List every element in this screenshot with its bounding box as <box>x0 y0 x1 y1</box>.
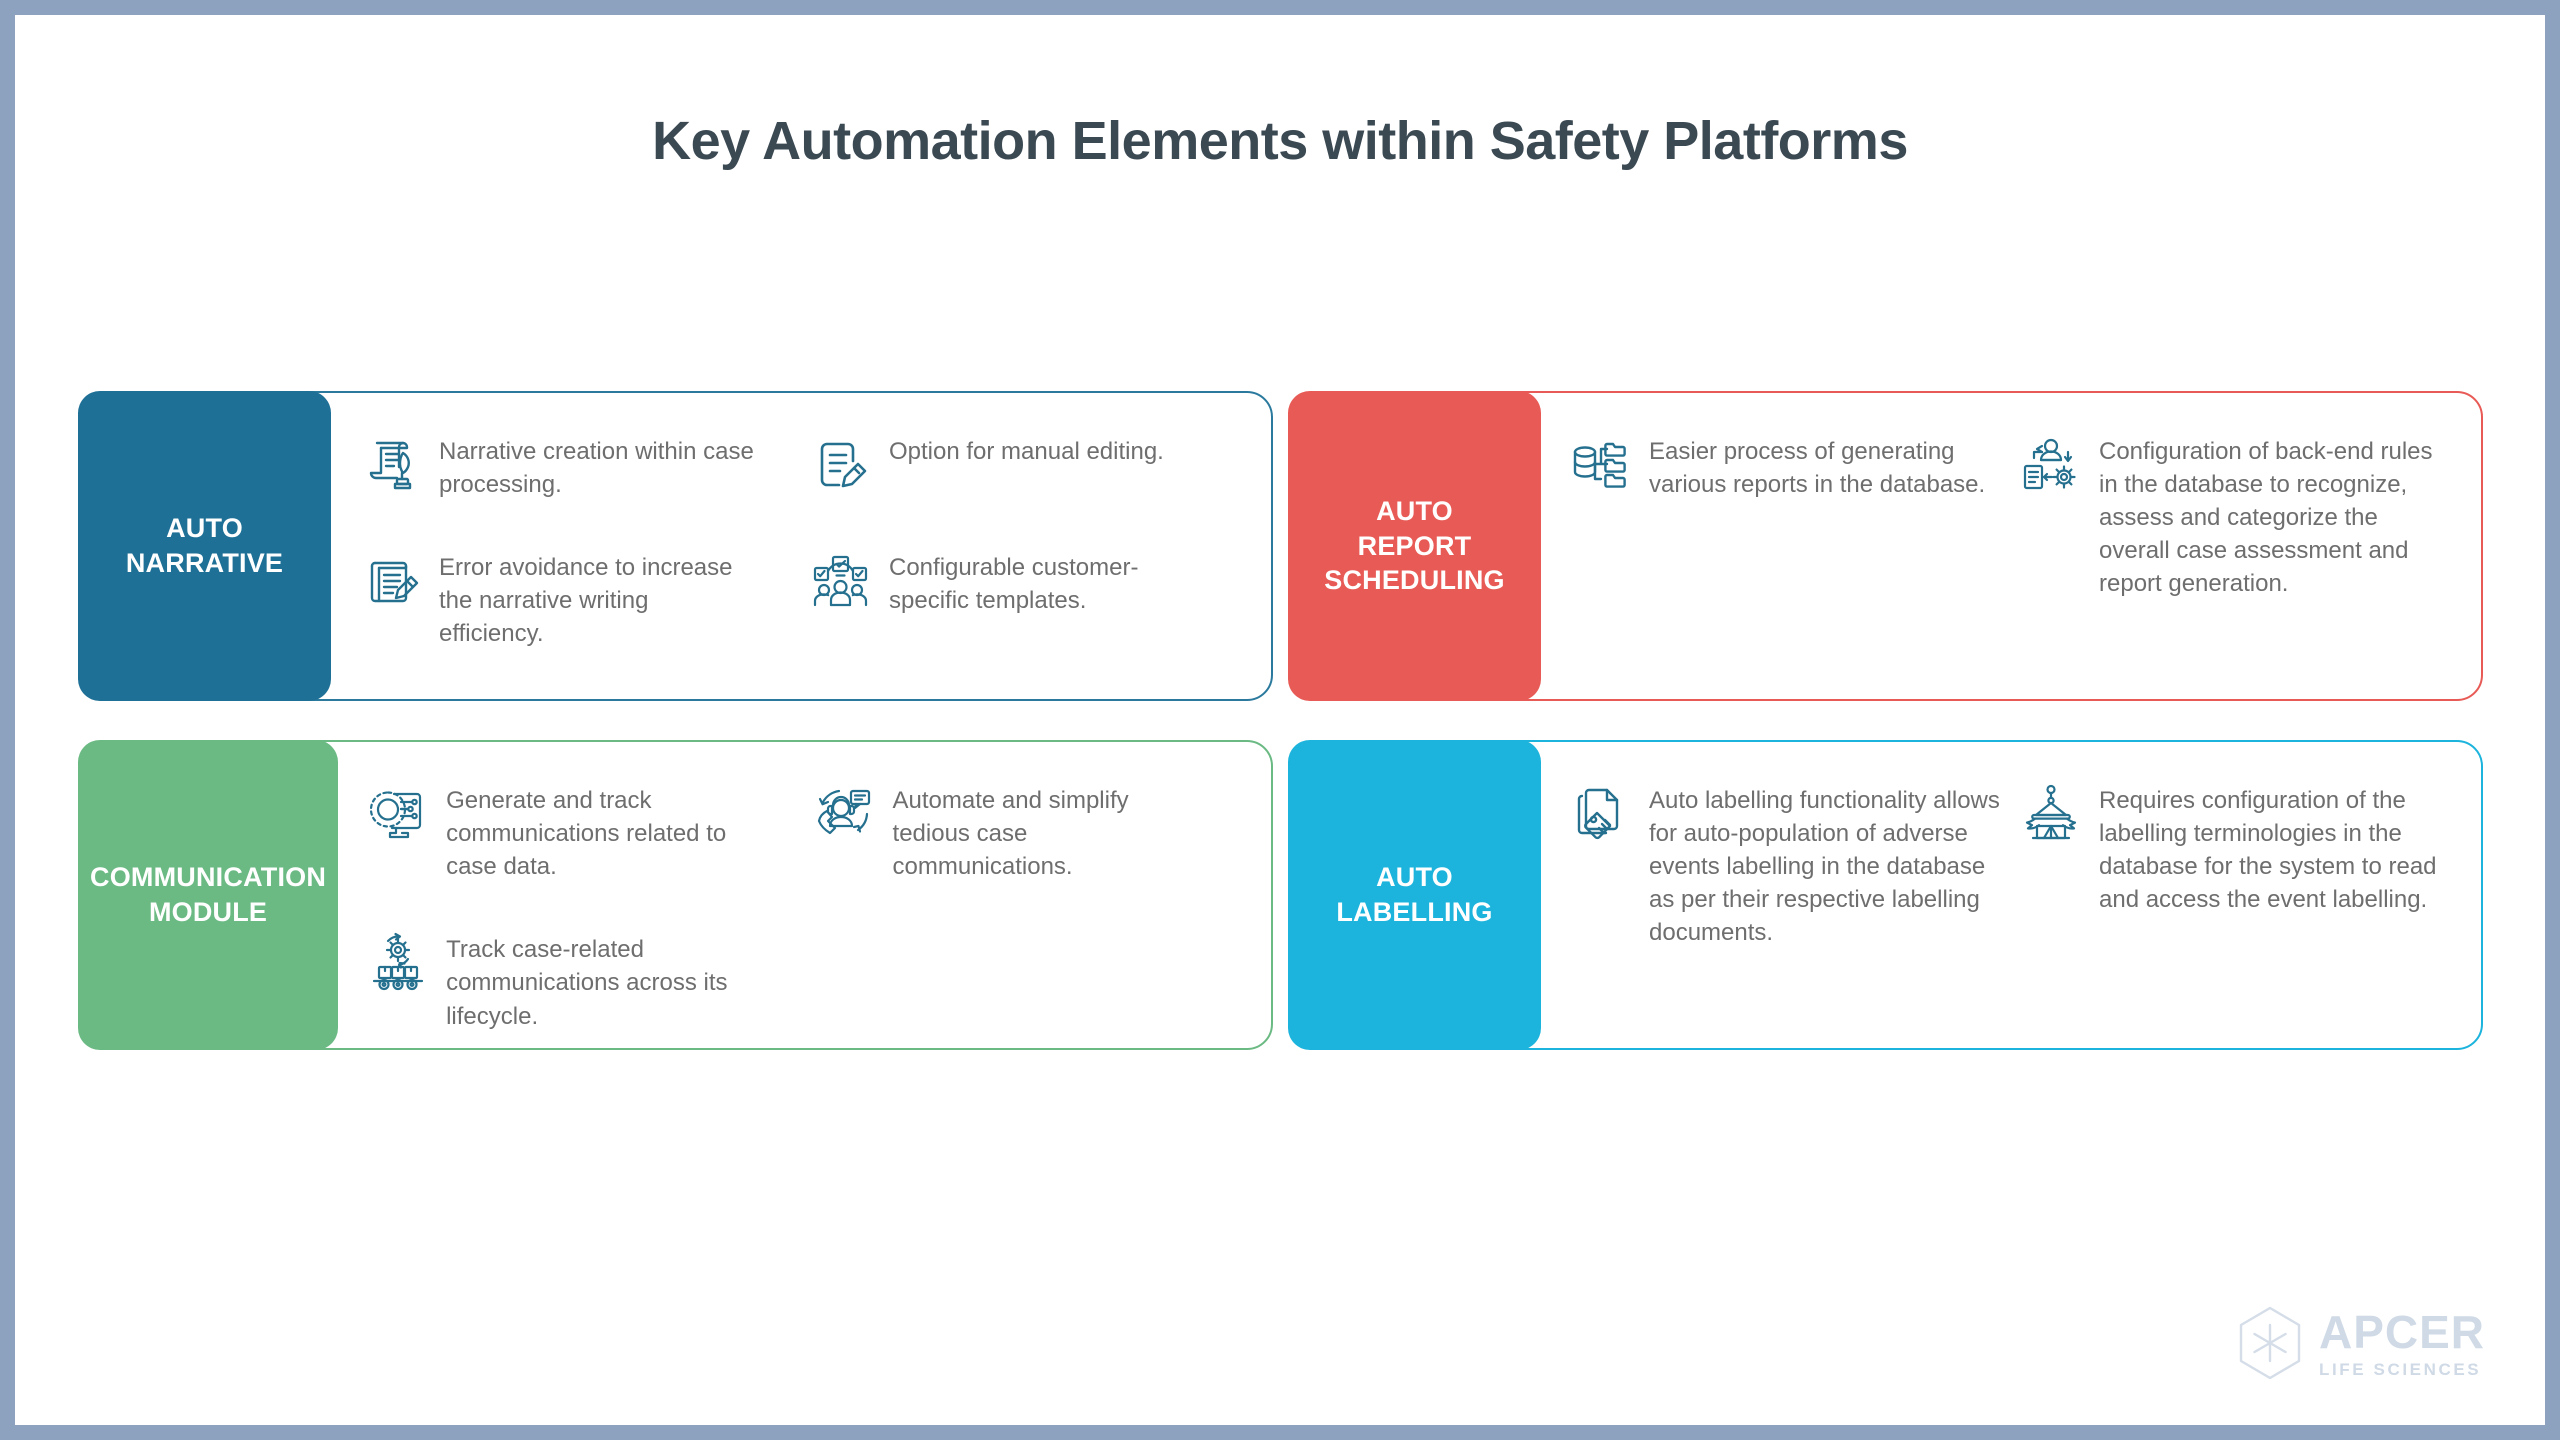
card-tab-communication-module: COMMUNICATION MODULE <box>78 740 339 1050</box>
feature-item: Error avoidance to increase the narrativ… <box>359 539 799 660</box>
feature-text: Narrative creation within case processin… <box>439 438 754 499</box>
tab-label-line-3: SCHEDULING <box>1324 565 1505 596</box>
card-tab-label: AUTO REPORT SCHEDULING <box>1324 494 1505 598</box>
logo-wordmark: APCER LIFE SCIENCES <box>2319 1309 2485 1378</box>
tab-label-line-2: MODULE <box>148 897 268 927</box>
feature-text: Configurable customer-specific templates… <box>889 554 1139 615</box>
logo-tagline: LIFE SCIENCES <box>2318 1359 2482 1379</box>
feature-item: Easier process of generating various rep… <box>1569 423 2009 611</box>
user-gear-document-icon <box>2019 433 2083 497</box>
card-grid: AUTO NARRATIVE <box>78 391 2483 1050</box>
card-auto-report-scheduling[interactable]: AUTO REPORT SCHEDULING <box>1288 391 2483 701</box>
tab-label-line-1: AUTO <box>1376 862 1453 893</box>
gear-circuit-monitor-icon <box>366 782 430 846</box>
feature-text: Configuration of back-end rules in the d… <box>2099 438 2433 598</box>
card-tab-label: COMMUNICATION MODULE <box>90 860 326 929</box>
infographic-canvas: Key Automation Elements within Safety Pl… <box>15 15 2545 1425</box>
feature-text: Easier process of generating various rep… <box>1649 438 1986 499</box>
headset-chat-icon <box>813 782 877 846</box>
tab-label-line-1: AUTO <box>166 513 243 544</box>
card-body-auto-report-scheduling: Easier process of generating various rep… <box>1541 393 2481 699</box>
page-title: Key Automation Elements within Safety Pl… <box>652 111 1908 171</box>
feature-text: Option for manual editing. <box>889 438 1164 465</box>
feature-item: Configuration of back-end rules in the d… <box>2019 423 2459 611</box>
card-auto-narrative[interactable]: AUTO NARRATIVE <box>78 391 1273 701</box>
card-body-communication-module: Generate and track communications relate… <box>338 742 1271 1048</box>
tab-label-line-2: LABELLING <box>1336 897 1493 927</box>
notepad-pen-icon <box>359 549 423 613</box>
label-machine-icon <box>2019 782 2083 846</box>
feature-item: Generate and track communications relate… <box>366 772 802 893</box>
tab-label-line-1: COMMUNICATION <box>90 862 327 893</box>
hexagon-asterisk-icon <box>2237 1306 2303 1380</box>
card-communication-module[interactable]: COMMUNICATION MODULE <box>78 740 1273 1050</box>
document-pencil-icon <box>809 433 873 497</box>
conveyor-gear-icon <box>366 931 430 995</box>
card-tab-label: AUTO LABELLING <box>1336 860 1492 929</box>
feature-item: Configurable customer-specific templates… <box>809 539 1249 660</box>
card-body-auto-narrative: Narrative creation within case processin… <box>331 393 1271 699</box>
feature-text: Auto labelling functionality allows for … <box>1649 787 2000 947</box>
feature-text: Track case-related communications across… <box>446 936 728 1030</box>
card-tab-label: AUTO NARRATIVE <box>126 511 283 580</box>
apcer-logo: APCER LIFE SCIENCES <box>2237 1306 2485 1380</box>
card-tab-auto-report-scheduling: AUTO REPORT SCHEDULING <box>1288 391 1541 701</box>
tab-label-line-2: REPORT <box>1357 530 1472 561</box>
feature-text: Error avoidance to increase the narrativ… <box>439 554 733 648</box>
logo-name: APCER <box>2318 1305 2485 1358</box>
feature-text: Automate and simplify tedious case commu… <box>892 787 1129 881</box>
feature-item: Narrative creation within case processin… <box>359 423 799 511</box>
feature-item: Automate and simplify tedious case commu… <box>813 772 1249 893</box>
card-tab-auto-narrative: AUTO NARRATIVE <box>78 391 331 701</box>
tab-label-line-1: AUTO <box>1376 496 1453 527</box>
feature-item: Option for manual editing. <box>809 423 1249 511</box>
feature-text: Generate and track communications relate… <box>446 787 727 881</box>
feature-item: Requires configuration of the labelling … <box>2019 772 2459 960</box>
feature-text: Requires configuration of the labelling … <box>2099 787 2437 914</box>
database-folders-icon <box>1569 433 1633 497</box>
card-body-auto-labelling: Auto labelling functionality allows for … <box>1541 742 2481 1048</box>
scroll-quill-icon <box>359 433 423 497</box>
card-auto-labelling[interactable]: AUTO LABELLING <box>1288 740 2483 1050</box>
documents-tag-icon <box>1569 782 1633 846</box>
feature-item: Auto labelling functionality allows for … <box>1569 772 2009 960</box>
tab-label-line-2: NARRATIVE <box>125 548 284 578</box>
people-checklist-icon <box>809 549 873 613</box>
card-tab-auto-labelling: AUTO LABELLING <box>1288 740 1541 1050</box>
feature-item: Track case-related communications across… <box>366 921 802 1042</box>
